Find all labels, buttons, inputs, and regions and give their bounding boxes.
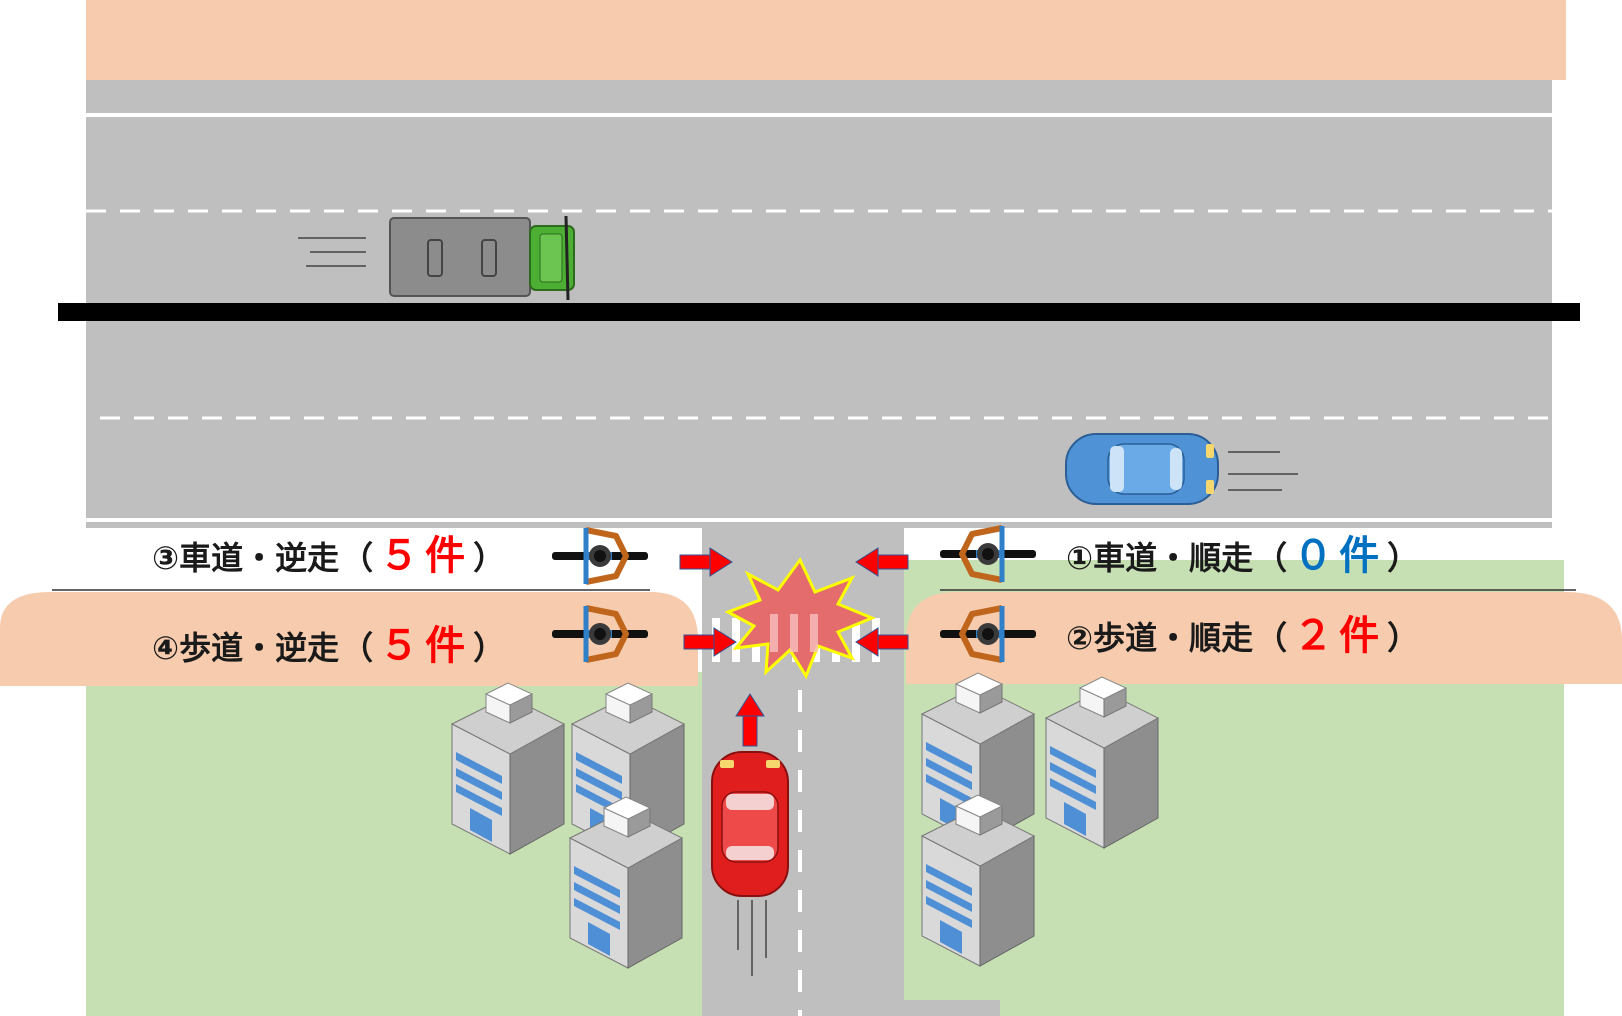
south-sidewalk-left [0, 592, 698, 686]
label-count: ５件 [379, 533, 472, 579]
label-paren-open: （ [1255, 619, 1288, 657]
label-sidewalk-reverse: ④歩道・逆走（５件） [152, 626, 507, 668]
bicycle-icon [552, 528, 648, 584]
label-paren-open: （ [1255, 539, 1288, 577]
side-street-corner [900, 1000, 1000, 1016]
label-paren-open: （ [341, 629, 374, 667]
label-count: ５件 [379, 623, 472, 669]
label-text: ①車道・順走 [1066, 539, 1254, 577]
label-paren-close: ） [473, 629, 506, 667]
label-roadway-reverse: ③車道・逆走（５件） [152, 536, 507, 578]
car-icon [711, 751, 789, 976]
label-sidewalk-forward: ②歩道・順走（２件） [1066, 616, 1421, 658]
north-road-edge [86, 80, 1552, 110]
label-text: ③車道・逆走 [152, 539, 340, 577]
collision-icon [724, 557, 876, 680]
truck-icon [298, 215, 575, 301]
car-icon [1065, 433, 1298, 505]
north-sidewalk [86, 0, 1566, 80]
label-roadway-forward: ①車道・順走（０件） [1066, 536, 1421, 578]
center-median [58, 303, 1580, 321]
label-count: ０件 [1293, 533, 1386, 579]
label-paren-close: ） [1387, 539, 1420, 577]
label-paren-close: ） [473, 539, 506, 577]
label-paren-open: （ [341, 539, 374, 577]
south-sidewalk-right [906, 592, 1622, 684]
label-paren-close: ） [1387, 619, 1420, 657]
label-text: ②歩道・順走 [1066, 619, 1254, 657]
label-count: ２件 [1293, 613, 1386, 659]
label-text: ④歩道・逆走 [152, 629, 340, 667]
